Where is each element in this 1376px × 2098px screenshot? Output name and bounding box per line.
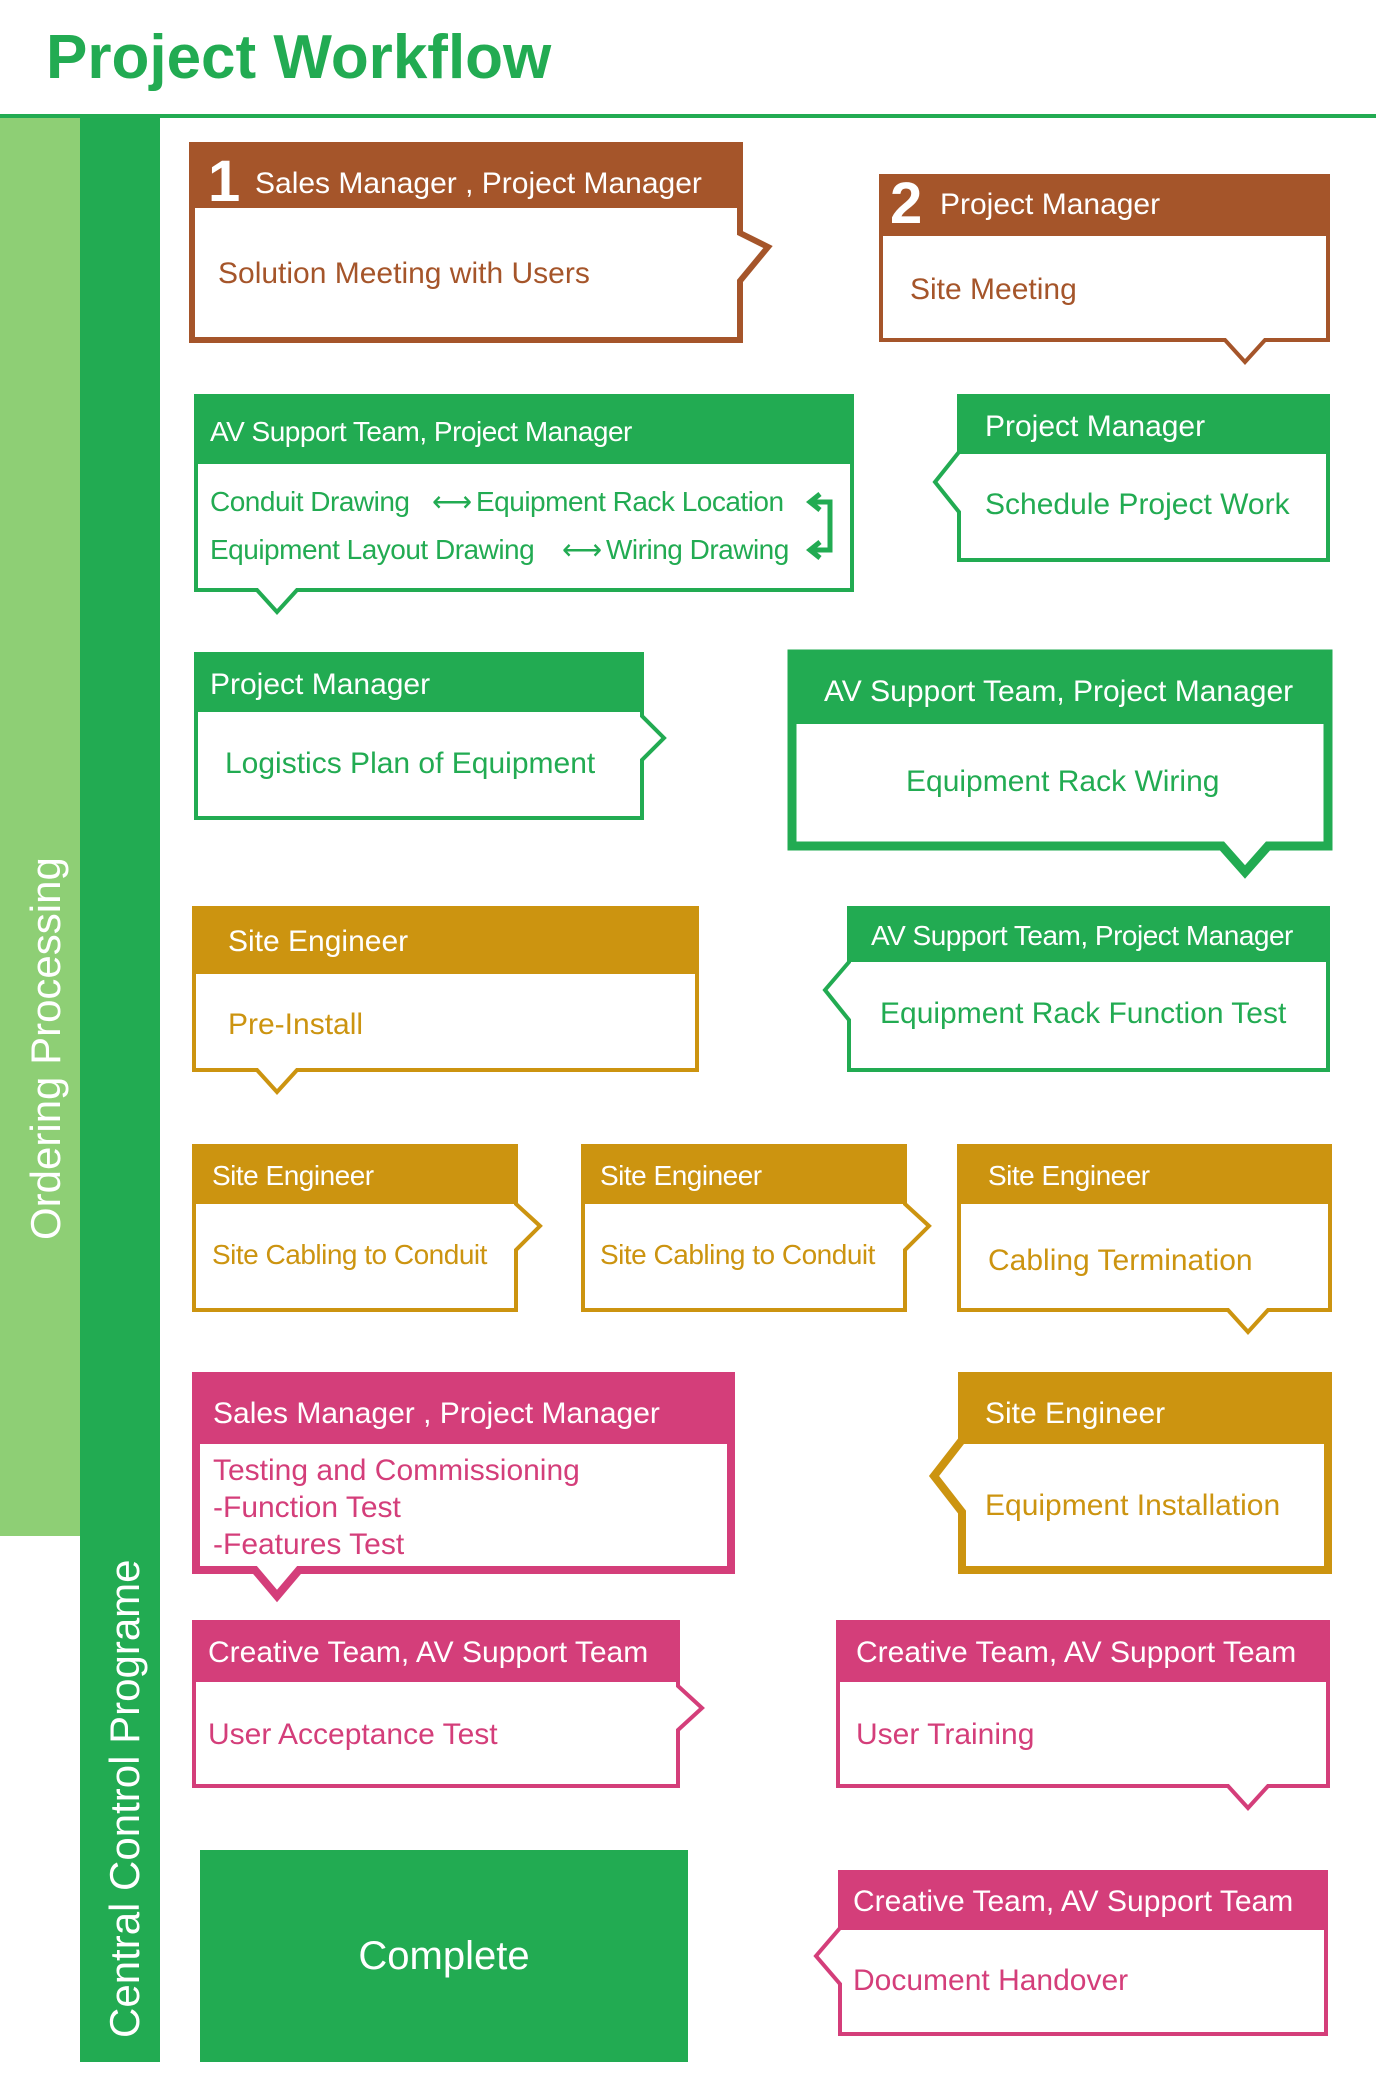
- step-5-role: Project Manager: [210, 668, 431, 701]
- step-12-task: Equipment Installation: [985, 1489, 1281, 1522]
- step-16-card: [813, 1870, 1328, 2036]
- step-4-conduit-drawing: Conduit Drawing: [210, 486, 410, 517]
- step-2-number: 2: [890, 171, 923, 236]
- step-14-card: [192, 1620, 705, 1788]
- step-3-role: Project Manager: [985, 410, 1206, 443]
- double-arrow-icon: ⟷: [562, 534, 603, 565]
- step-6-role: AV Support Team, Project Manager: [824, 675, 1294, 708]
- step-6-card: [787, 649, 1333, 879]
- step-3-card: [932, 394, 1330, 562]
- step-11-card: [957, 1144, 1332, 1335]
- step-1-task: Solution Meeting with Users: [218, 257, 590, 290]
- step-8-task: Pre-Install: [228, 1008, 364, 1041]
- step-4-equipment-rack-location: Equipment Rack Location: [476, 486, 784, 517]
- return-arrow-icon: [805, 492, 833, 560]
- page-title: Project Workflow: [46, 23, 552, 92]
- step-4-role: AV Support Team, Project Manager: [210, 416, 632, 447]
- step-1-card: [189, 142, 773, 343]
- step-5-card: [194, 652, 667, 820]
- step-10-task: Site Cabling to Conduit: [600, 1239, 875, 1270]
- step-2-task: Site Meeting: [910, 273, 1077, 306]
- step-9-card: [192, 1144, 543, 1312]
- step-13-task: Testing and Commissioning: [213, 1454, 580, 1487]
- step-2-role: Project Manager: [940, 188, 1161, 221]
- step-1-role: Sales Manager , Project Manager: [255, 167, 702, 200]
- step-13-function-test: -Function Test: [213, 1491, 401, 1524]
- step-7-role: AV Support Team, Project Manager: [871, 920, 1293, 951]
- step-12-role: Site Engineer: [985, 1397, 1166, 1430]
- step-16-role: Creative Team, AV Support Team: [853, 1885, 1294, 1918]
- step-3-task: Schedule Project Work: [985, 488, 1290, 521]
- title-divider: [0, 114, 1376, 118]
- step-12-card: [928, 1372, 1332, 1574]
- step-1-number: 1: [208, 149, 241, 214]
- step-7-card: [822, 906, 1330, 1072]
- step-4-card: [194, 394, 854, 615]
- step-16-task: Document Handover: [853, 1964, 1129, 1997]
- step-13-card: [192, 1372, 735, 1603]
- step-4-wiring-drawing: Wiring Drawing: [606, 534, 789, 565]
- step-6-task: Equipment Rack Wiring: [906, 765, 1220, 798]
- step-4-equipment-layout-drawing: Equipment Layout Drawing: [210, 534, 535, 565]
- step-8-role: Site Engineer: [228, 925, 409, 958]
- step-13-features-test: -Features Test: [213, 1528, 405, 1561]
- central-control-band: [80, 118, 160, 2062]
- complete-box: [200, 1850, 688, 2062]
- step-13-role: Sales Manager , Project Manager: [213, 1397, 660, 1430]
- step-14-role: Creative Team, AV Support Team: [208, 1636, 649, 1669]
- step-2-card: [879, 174, 1330, 365]
- step-9-task: Site Cabling to Conduit: [212, 1239, 487, 1270]
- step-15-card: [836, 1620, 1330, 1811]
- step-10-role: Site Engineer: [600, 1160, 762, 1191]
- complete-label: Complete: [358, 1933, 530, 1978]
- ordering-processing-band: [0, 118, 80, 1536]
- step-7-task: Equipment Rack Function Test: [880, 997, 1287, 1030]
- step-8-card: [192, 906, 699, 1095]
- step-9-role: Site Engineer: [212, 1160, 374, 1191]
- step-14-task: User Acceptance Test: [208, 1718, 498, 1751]
- step-15-task: User Training: [856, 1718, 1035, 1751]
- double-arrow-icon: ⟷: [432, 486, 473, 517]
- step-11-role: Site Engineer: [988, 1160, 1150, 1191]
- step-15-role: Creative Team, AV Support Team: [856, 1636, 1297, 1669]
- step-11-task: Cabling Termination: [988, 1244, 1253, 1277]
- step-5-task: Logistics Plan of Equipment: [225, 747, 596, 780]
- step-10-card: [581, 1144, 932, 1312]
